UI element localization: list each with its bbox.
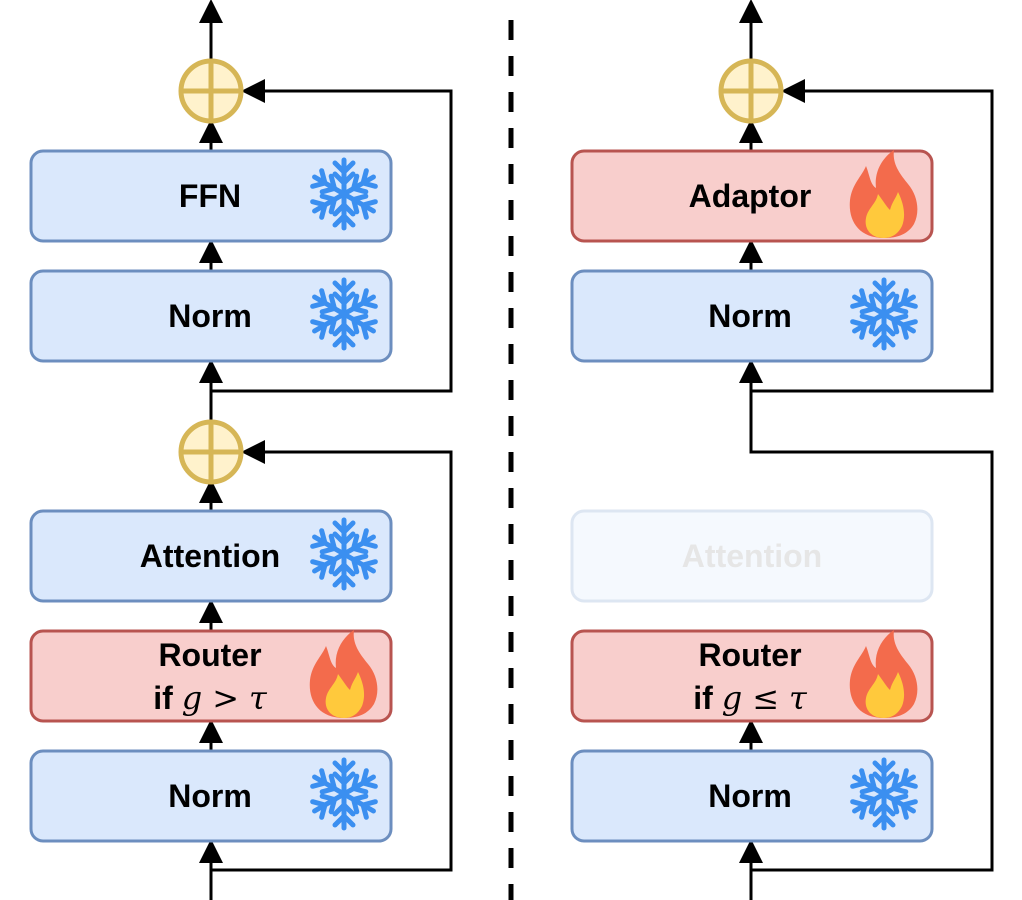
norm-bottom-label: Norm — [708, 778, 792, 814]
residual-wire-ffn — [211, 79, 453, 393]
norm-bottom-label: Norm — [168, 778, 252, 814]
router-tau-symbol: τ — [249, 679, 268, 717]
adaptor-label: Adaptor — [689, 178, 812, 214]
residual-adder-top — [181, 61, 241, 121]
norm-top-label: Norm — [168, 298, 252, 334]
left-column: FFN Norm Attention Router if g>τ N — [29, 0, 453, 900]
router-label: Router — [158, 637, 261, 673]
residual-wire-attention — [211, 440, 453, 872]
router-label: Router — [698, 637, 801, 673]
norm-bottom-block: Norm — [29, 749, 393, 843]
norm-top-block: Norm — [29, 269, 393, 363]
router-if-text: if — [693, 680, 721, 716]
router-if-text: if — [153, 680, 181, 716]
router-g-symbol: g — [182, 679, 202, 717]
ffn-label: FFN — [179, 178, 241, 214]
ffn-block: FFN — [29, 149, 393, 243]
router-condition: if g ≤ τ — [693, 679, 808, 717]
norm-top-label: Norm — [708, 298, 792, 334]
residual-adder-top — [721, 61, 781, 121]
norm-bottom-block: Norm — [570, 749, 934, 843]
router-g-symbol: g — [722, 679, 742, 717]
skip-wire-attention — [739, 359, 994, 872]
right-column: Adaptor Norm Attention Router if g ≤ τ Nor… — [570, 0, 994, 900]
residual-adder-bottom — [181, 422, 241, 482]
router-operator: ≤ — [752, 679, 779, 717]
attention-block-skipped: Attention — [570, 509, 934, 603]
attention-label: Attention — [682, 538, 822, 574]
norm-top-block: Norm — [570, 269, 934, 363]
router-tau-symbol: τ — [789, 679, 808, 717]
router-operator: > — [212, 679, 239, 717]
attention-label: Attention — [140, 538, 280, 574]
router-block: Router if g ≤ τ — [570, 629, 934, 723]
router-block: Router if g > τ — [29, 629, 393, 723]
adaptor-block: Adaptor — [570, 149, 934, 243]
router-condition: if g > τ — [153, 679, 268, 717]
residual-wire-adaptor — [751, 79, 994, 393]
attention-block: Attention — [29, 509, 393, 603]
